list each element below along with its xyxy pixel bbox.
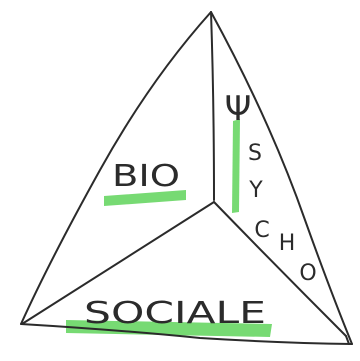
psycho-letter-s: S <box>248 141 262 166</box>
sociale-label: SOCIALE <box>84 296 266 331</box>
psycho-letter-h: H <box>279 231 296 256</box>
psycho-letter-c: C <box>254 218 269 243</box>
psycho-highlight <box>232 119 240 213</box>
corner-tick <box>345 335 350 345</box>
outer-bottom-edge <box>20 323 353 345</box>
inner-left-edge <box>21 201 215 325</box>
inner-right-edge <box>213 201 347 337</box>
pyramid-outline <box>20 11 353 345</box>
sociale-highlight <box>66 320 272 337</box>
psycho-symbol: Ψ <box>225 89 252 129</box>
inner-vertical-edge <box>210 11 215 201</box>
psycho-letter-y: Y <box>248 178 263 203</box>
psycho-letter-o: O <box>299 261 316 286</box>
outer-right-edge <box>210 11 353 345</box>
outer-left-edge <box>20 11 212 325</box>
bio-label: BIO <box>112 159 180 194</box>
highlighter-marks <box>66 119 272 337</box>
bio-highlight <box>104 190 186 206</box>
